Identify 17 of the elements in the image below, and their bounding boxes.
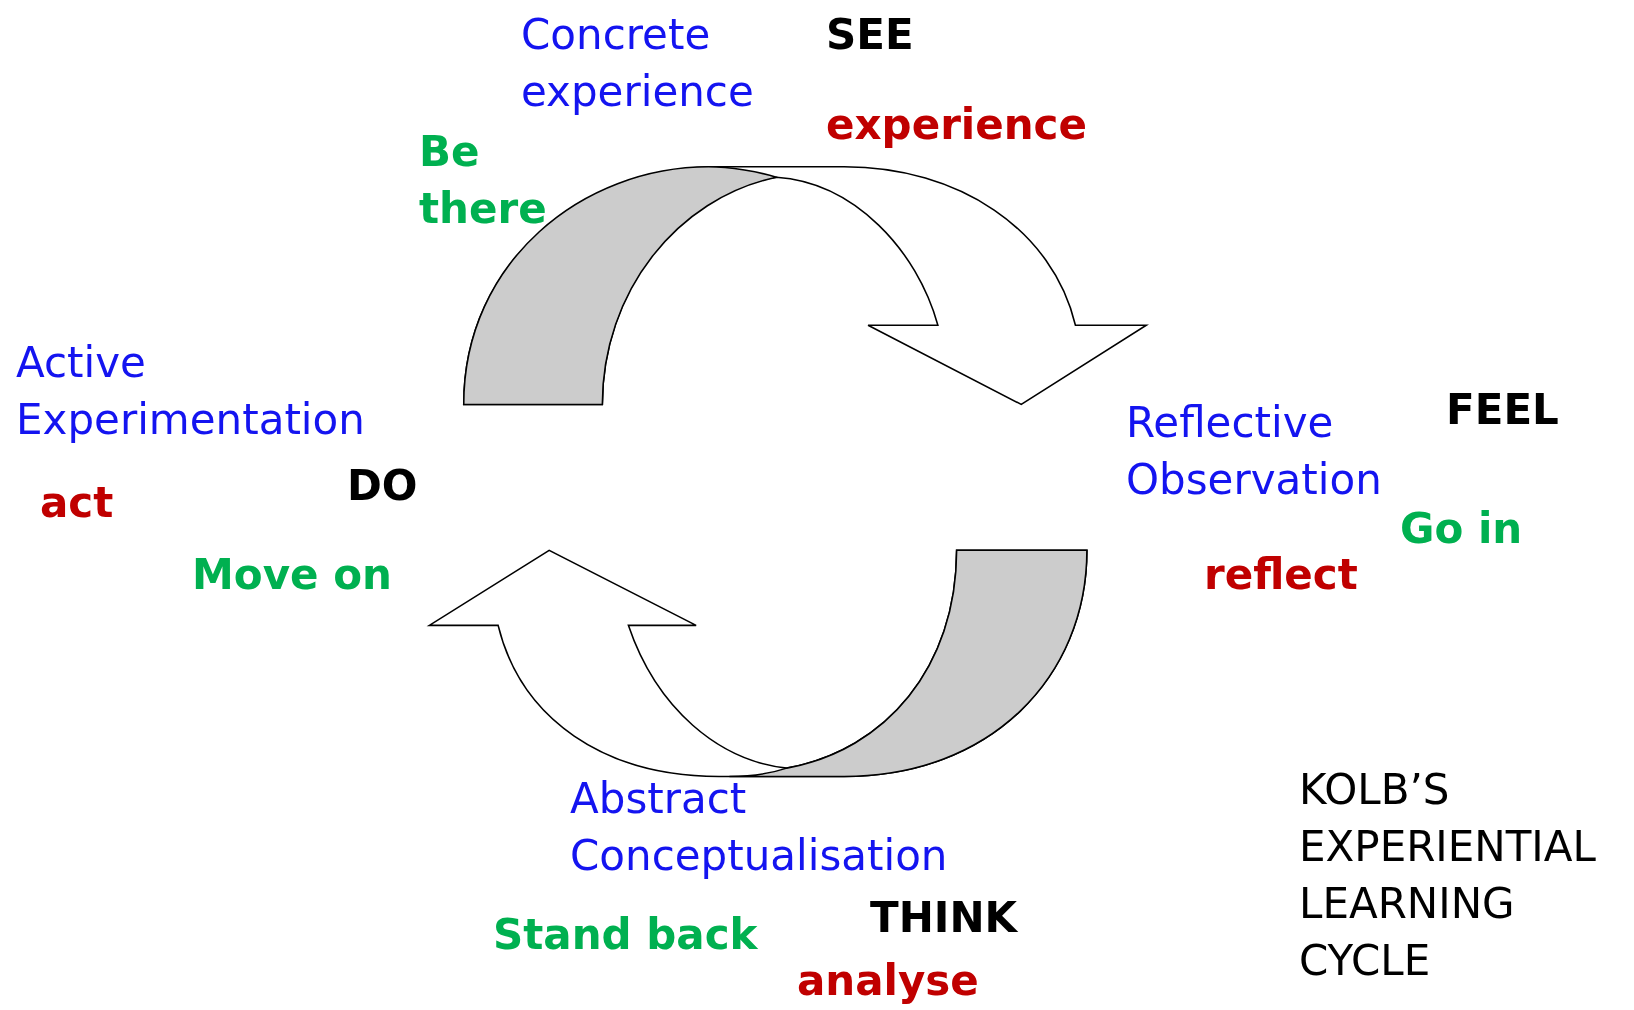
verb-label: act	[40, 477, 114, 529]
phrase-label: Be there	[419, 126, 548, 235]
phrase-label: Move on	[192, 549, 392, 601]
stage-label: Active Experimentation	[16, 334, 416, 448]
keyword-label: SEE	[826, 9, 914, 61]
curved-block-arrow	[428, 549, 1088, 778]
title: KOLB’S EXPERIENTIAL LEARNING CYCLE	[1299, 764, 1597, 987]
curved-block-arrow	[462, 166, 1148, 406]
verb-label: experience	[826, 99, 1087, 151]
verb-label: analyse	[797, 955, 979, 1007]
keyword-label: THINK	[870, 892, 1018, 944]
verb-label: reflect	[1204, 549, 1358, 601]
keyword-label: DO	[347, 460, 418, 512]
stage-label: Abstract Conceptualisation	[570, 770, 1020, 884]
keyword-label: FEEL	[1446, 384, 1559, 436]
phrase-label: Stand back	[493, 909, 758, 961]
stage-label: Concrete experience	[521, 6, 821, 120]
